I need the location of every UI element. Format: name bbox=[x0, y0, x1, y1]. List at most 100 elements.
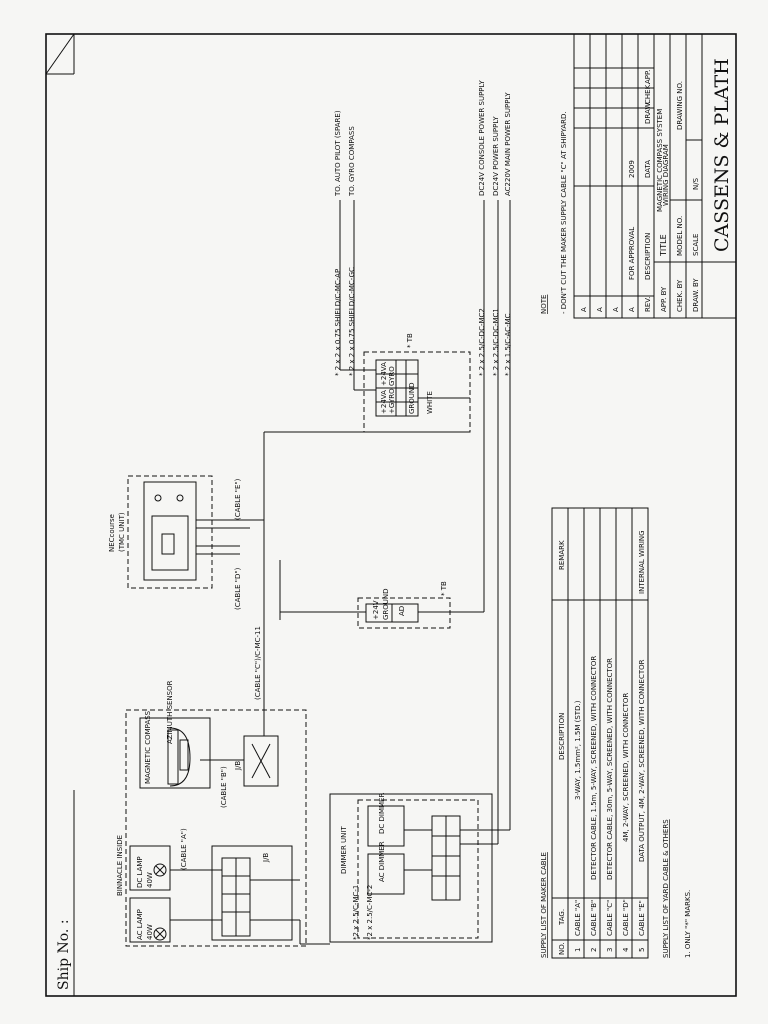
cable-b-label: (CABLE "B") bbox=[220, 766, 228, 808]
rev-description: FOR APPROVAL bbox=[628, 227, 636, 280]
tb-pin: AD bbox=[398, 606, 406, 616]
title-label: TITLE bbox=[659, 234, 668, 257]
cable-table: SUPPLY LIST OF MAKER CABLE NO. TAG. DESC… bbox=[540, 507, 692, 959]
tb-label: * TB bbox=[406, 333, 414, 348]
binnacle-frame bbox=[125, 709, 307, 947]
col-header: REMARK bbox=[558, 540, 566, 570]
rev-symbol: A bbox=[612, 307, 620, 312]
scale-label: SCALE bbox=[692, 234, 700, 256]
model-label: MODEL NO. bbox=[676, 216, 684, 256]
jb-label: J/B bbox=[262, 853, 270, 863]
tmc-sub: (TMC UNIT) bbox=[118, 512, 126, 552]
table-cell: 4M, 2-WAY, SCREENED, WITH CONNECTOR bbox=[622, 693, 630, 842]
jb-label: J/B bbox=[234, 761, 242, 771]
tb-pin: GROUND bbox=[382, 588, 390, 620]
rev-symbol: A bbox=[580, 307, 588, 312]
col-header: TAG. bbox=[558, 909, 566, 926]
table-cell: CABLE "D" bbox=[622, 899, 630, 936]
footnote: 1. ONLY "*" MARKS. bbox=[684, 890, 692, 958]
table-cell: 4 bbox=[622, 947, 630, 952]
ship-no-label: Ship No. : bbox=[56, 919, 72, 990]
azimuth-sensor-label: AZIMUTH SENSOR bbox=[166, 680, 174, 744]
feed-dest: TO. AUTO PILOT (SPARE) bbox=[334, 110, 342, 197]
table-cell: INTERNAL WIRING bbox=[638, 530, 646, 594]
table-cell: 3-WAY, 1.5mm², 1.5M (STD.) bbox=[574, 700, 582, 800]
table-cell: 1 bbox=[574, 948, 582, 952]
table-cell: CABLE "C" bbox=[606, 900, 614, 936]
yard-caption: SUPPLY LIST OF YARD CABLE & OTHERS bbox=[662, 819, 670, 958]
dimmer-label: DIMMER UNIT bbox=[340, 826, 348, 874]
ac-dimmer-label: AC DIMMER bbox=[378, 841, 386, 882]
company-name: CASSENS & PLATH bbox=[711, 58, 733, 252]
cable-a-label: (CABLE "A") bbox=[180, 828, 188, 870]
tb-pin: +24VA bbox=[380, 390, 388, 414]
note-line: - DON'T CUT THE MAKER SUPPLY CABLE "C" A… bbox=[560, 111, 568, 314]
table-cell: CABLE "E" bbox=[638, 900, 646, 936]
table-cell: CABLE "B" bbox=[590, 900, 598, 936]
title-line2: WIRING DIAGRAM bbox=[662, 144, 670, 206]
tb-pin: +24VA bbox=[380, 362, 388, 386]
date-header: DATA bbox=[644, 160, 652, 178]
bottom-cable: *2 x 2.5/C-MC-2 bbox=[366, 885, 374, 940]
corner-mark bbox=[45, 33, 75, 75]
col-header: NO. bbox=[558, 942, 566, 955]
table-cell: DETECTOR CABLE, 1.5m, 5-WAY, SCREENED, W… bbox=[590, 656, 598, 880]
lamp-watt: 40W bbox=[146, 924, 154, 940]
feed-dest: TO. GYRO COMPASS bbox=[348, 126, 356, 197]
tb-pin: WHITE bbox=[426, 391, 434, 414]
rev-symbol: A bbox=[628, 307, 636, 312]
draw-header: DRAW. bbox=[644, 101, 652, 124]
desc-header: DESCRIPTION bbox=[644, 233, 652, 280]
rev-date: 2009 bbox=[628, 160, 636, 178]
binnacle-label: BINNACLE INSIDE bbox=[116, 835, 124, 896]
feed-cable: * 2 x 2.5/C-DC-MC1 bbox=[492, 308, 500, 376]
feed-cable: * 2 x 2 x 0.75 SHIELD/C-MC-GC bbox=[348, 267, 356, 376]
dc-dimmer-label: DC DIMMER bbox=[378, 793, 386, 834]
table-cell: 5 bbox=[638, 948, 646, 952]
tb-pin: +24V bbox=[372, 600, 380, 620]
feed-cable: * 2 x 1.5/C-AC-MC bbox=[504, 313, 512, 376]
lamp-watt: 40W bbox=[146, 872, 154, 888]
feed-dest: DC24V CONSOLE POWER SUPPLY bbox=[478, 80, 486, 196]
tb-signal: +24VA +GYRO +24VA GYRO GROUND WHITE * TB bbox=[263, 333, 471, 520]
table-cell: 3 bbox=[606, 948, 614, 952]
bottom-cable: *2 x 2.5/C-MC-1 bbox=[352, 885, 360, 940]
app-by-label: APP. BY bbox=[660, 286, 668, 312]
note-heading: NOTE bbox=[540, 295, 548, 314]
draw-by-label: DRAW. BY bbox=[692, 278, 700, 312]
title-line1: MAGNETIC COMPASS SYSTEM bbox=[656, 109, 664, 212]
table-cell: DETECTOR CABLE, 30m, 5-WAY, SCREENED, WI… bbox=[606, 658, 614, 880]
feed-cable: * 2 x 2.5/C-DC-MC2 bbox=[478, 308, 486, 376]
chek-header: CHEK. bbox=[644, 83, 652, 104]
rev-header: REV. bbox=[644, 297, 652, 312]
feed-dest: AC220V MAIN POWER SUPPLY bbox=[504, 92, 512, 196]
dimmer-unit: DIMMER UNIT AC DIMMER DC DIMMER bbox=[329, 793, 510, 943]
feed-cable: * 2 x 2 x 0.75 SHIELD/C-MC-AP bbox=[334, 269, 342, 376]
table-cell: CABLE "A" bbox=[574, 900, 582, 936]
cable-d-label: (CABLE "D") bbox=[234, 567, 242, 610]
dc-lamp-label: DC LAMP bbox=[136, 856, 144, 888]
chek-by-label: CHEK. BY bbox=[676, 279, 684, 312]
tb-power: +24V GROUND AD * TB bbox=[280, 581, 484, 629]
tmc-name: NECcourse bbox=[108, 514, 116, 552]
tb-pin: +GYRO bbox=[388, 388, 396, 414]
title-block: A A A A FOR APPROVAL 2009 REV. DESCRIPTI… bbox=[573, 33, 737, 319]
ac-lamp-label: AC LAMP bbox=[136, 909, 144, 940]
sheet-border bbox=[45, 33, 737, 997]
feed-dest: DC24V POWER SUPPLY bbox=[492, 116, 500, 196]
table-cell: DATA OUTPUT, 4M, 2-WAY, SCREENED, WITH C… bbox=[638, 659, 646, 862]
tb-pin: GROUND bbox=[408, 382, 416, 414]
tb-label: * TB bbox=[440, 581, 448, 596]
tmc-unit: NECcourse (TMC UNIT) bbox=[108, 475, 264, 589]
compass-label: MAGNETIC COMPASS bbox=[144, 710, 152, 784]
cable-e-label: (CABLE "E") bbox=[234, 478, 242, 520]
scale-value: N/S bbox=[692, 177, 700, 190]
tb-pin: GYRO bbox=[388, 366, 396, 386]
table-cell: 2 bbox=[590, 948, 598, 952]
binnacle: BINNACLE INSIDE MAGNETIC COMPASS AZIMUTH… bbox=[116, 680, 307, 947]
app-header: APP. bbox=[644, 70, 652, 84]
drawing-no-label: DRAWING NO. bbox=[676, 81, 684, 130]
table-caption: SUPPLY LIST OF MAKER CABLE bbox=[540, 852, 548, 958]
